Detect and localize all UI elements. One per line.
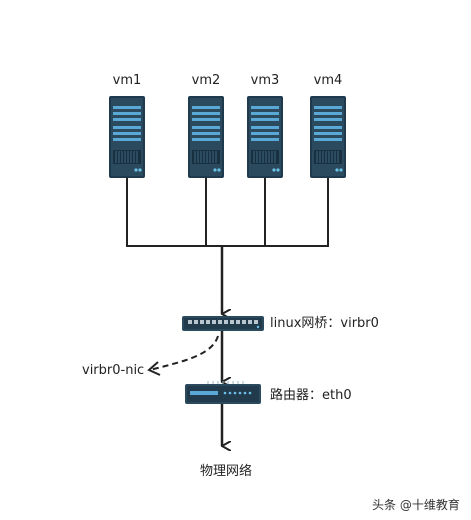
vm4-label: vm4 bbox=[313, 73, 343, 88]
router-label: 路由器：eth0 bbox=[270, 388, 352, 403]
router-icon bbox=[185, 381, 261, 404]
vm-connection-bus bbox=[126, 178, 329, 247]
vm2-server-icon bbox=[187, 95, 225, 179]
vm3-label: vm3 bbox=[250, 73, 280, 88]
vm1-label: vm1 bbox=[112, 73, 142, 88]
vm3-server-icon bbox=[246, 95, 284, 179]
vm2-label: vm2 bbox=[191, 73, 221, 88]
watermark: 头条 @十维教育 bbox=[372, 498, 460, 512]
physical-network-label: 物理网络 bbox=[200, 464, 253, 479]
nic-arrow-head bbox=[147, 361, 161, 376]
vm1-server-icon bbox=[108, 95, 146, 179]
nic-label: virbr0-nic bbox=[82, 363, 145, 378]
bridge-label: linux网桥：virbr0 bbox=[270, 316, 379, 331]
bridge-switch-icon bbox=[182, 316, 264, 331]
vm4-server-icon bbox=[309, 95, 347, 179]
bridge-to-nic-dashed-arrow bbox=[149, 335, 219, 371]
